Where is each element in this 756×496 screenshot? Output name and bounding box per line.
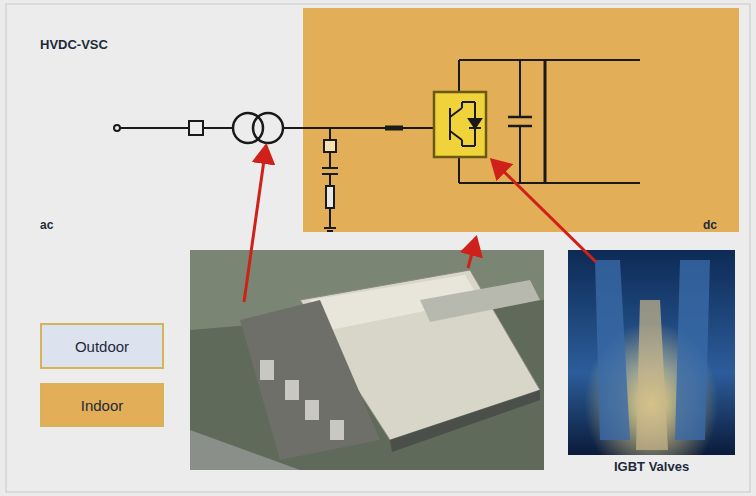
- text-label: ac: [40, 218, 53, 232]
- station-photo: [190, 250, 544, 470]
- legend-swatch: Outdoor: [40, 323, 164, 369]
- legend-text: Indoor: [81, 397, 124, 414]
- frame: [6, 4, 750, 492]
- pointer-arrows: [244, 146, 596, 302]
- igbt-valve-photo: [568, 250, 735, 455]
- diagram-title: HVDC-VSC: [40, 37, 108, 52]
- indoor-region: [303, 8, 739, 232]
- circuit: [114, 60, 640, 231]
- text-label: dc: [703, 218, 717, 232]
- legend-swatch: Indoor: [40, 383, 164, 427]
- text-label: IGBT Valves: [614, 459, 689, 474]
- legend-text: Outdoor: [75, 338, 129, 355]
